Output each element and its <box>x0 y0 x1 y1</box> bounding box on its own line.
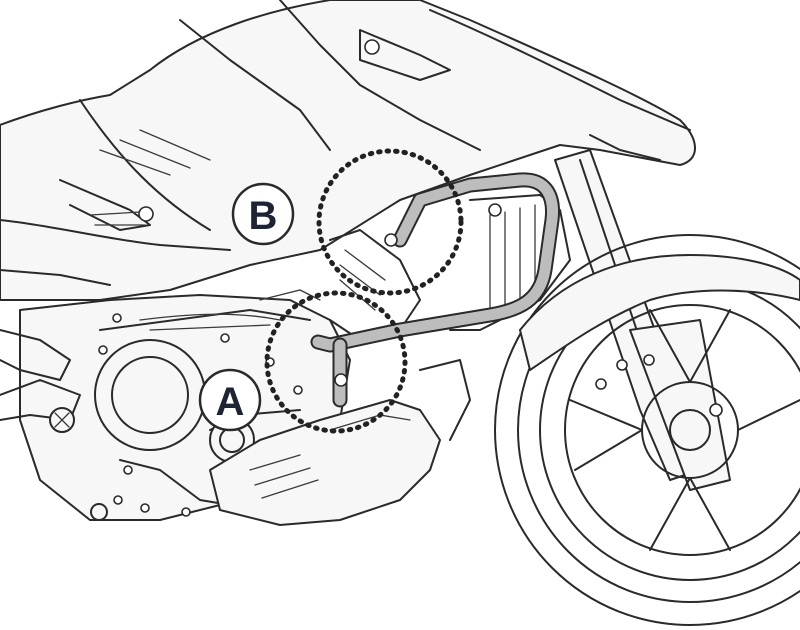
callout-ring-b <box>316 148 464 296</box>
callout-label-b: B <box>249 194 278 238</box>
callout-label-a: A <box>216 380 245 424</box>
callout-ring-a <box>264 290 408 434</box>
fairing-bodywork <box>0 0 696 301</box>
callout-badge-b: B <box>231 182 295 246</box>
crash-bar-tube <box>312 174 559 351</box>
crash-bar <box>310 172 561 408</box>
callout-badge-a: A <box>198 368 262 432</box>
front-wheel <box>494 234 800 626</box>
